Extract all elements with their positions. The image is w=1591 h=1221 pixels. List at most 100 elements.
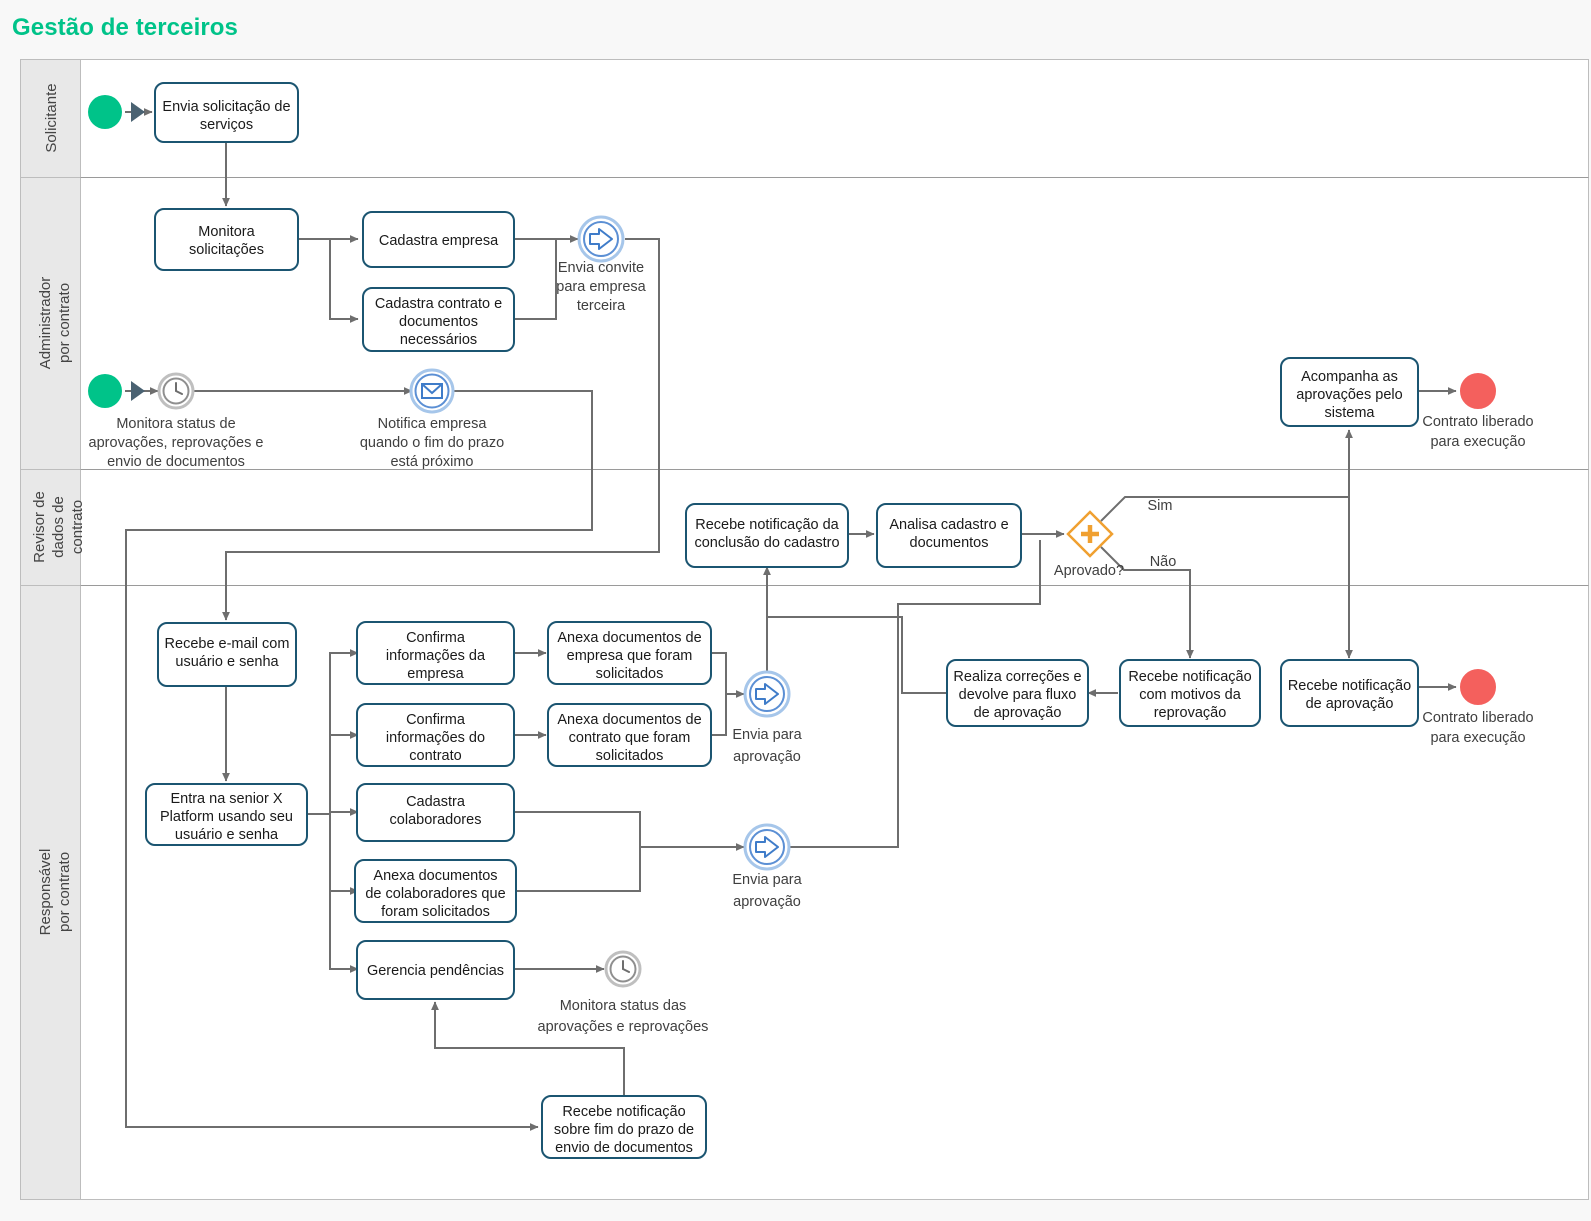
start-event-administrador[interactable] [88,374,145,408]
timer-event-monitora-aprovacoes[interactable]: Monitora status das aprovações e reprova… [538,950,709,1035]
pool: Solicitante Administrador por contrato R… [20,59,1589,1200]
task-label: Recebe notificação [1288,678,1411,694]
task-recebe-email-usuario-senha[interactable]: Recebe e-mail com usuário e senha [157,622,297,687]
events-layer[interactable]: Envia convite para empresa terceira Moni… [88,95,1534,1035]
task-entra-senior-x-platform[interactable]: Entra na senior X Platform usando seu us… [145,783,308,846]
lane-band-solicitante [20,59,81,178]
end-event-contrato-liberado-responsavel[interactable]: Contrato liberado para execução [1422,667,1534,746]
flow-cadastra-contrato-to-envia-convite [513,239,557,320]
task-cadastra-empresa[interactable]: Cadastra empresa [362,211,515,268]
flow-notifica-to-recebe-prazo [125,390,593,1131]
task-label: aprovações pelo [1296,387,1402,403]
task-anexa-documentos-colaboradores[interactable]: Anexa documentos de colaboradores que fo… [354,859,517,923]
task-label: serviços [200,117,253,133]
lane-band-administrador [20,177,81,470]
event-label: envio de documentos [107,454,245,470]
message-send-event-envia-convite[interactable]: Envia convite para empresa terceira [556,215,647,314]
task-realiza-correcoes-devolve-fluxo[interactable]: Realiza correções e devolve para fluxo d… [946,659,1089,727]
start-event-solicitante[interactable] [88,95,145,129]
event-label: Notifica empresa [378,416,488,432]
flow-anexa-empresa-to-envia1 [710,652,745,698]
flow-envia-aprovacao-2-to-gateway [790,540,1041,848]
task-cadastra-colaboradores[interactable]: Cadastra colaboradores [356,783,515,842]
task-label: com motivos da [1139,687,1241,703]
task-label: sobre fim do prazo de [554,1122,694,1138]
flow-anexa-colab-to-envia2 [516,847,641,892]
task-label: Gerencia pendências [367,963,504,979]
task-label: Cadastra [406,794,466,810]
task-cadastra-contrato-documentos[interactable]: Cadastra contrato e documentos necessári… [362,287,515,352]
event-label: Envia para [732,727,802,743]
lane-title-responsavel: Responsável por contrato [37,849,73,936]
plus-icon [1081,525,1099,543]
task-recebe-notificacao-aprovacao[interactable]: Recebe notificação de aprovação [1280,659,1419,727]
svg-text:por contrato: por contrato [56,283,73,363]
flow-prazo-to-gerencia [431,1001,625,1097]
gateway-aprovado[interactable]: Aprovado? Sim Não [1054,498,1176,579]
svg-text:Revisor de: Revisor de [31,491,48,563]
event-label: aprovações e reprovações [538,1019,709,1035]
task-recebe-notificacao-fim-prazo[interactable]: Recebe notificação sobre fim do prazo de… [541,1095,707,1159]
event-label: para empresa [556,279,646,295]
task-anexa-documentos-empresa[interactable]: Anexa documentos de empresa que foram so… [547,621,712,685]
event-label: quando o fim do prazo [360,435,504,451]
event-label: Contrato liberado [1422,710,1533,726]
task-acompanha-aprovacoes-sistema[interactable]: Acompanha as aprovações pelo sistema [1280,357,1419,427]
task-label: Recebe e-mail com [165,636,290,652]
message-send-event-envia-aprovacao-1[interactable]: Envia para aprovação [732,670,803,765]
flow-entra-to-gerencia [329,891,359,973]
end-event-contrato-liberado-admin[interactable]: Contrato liberado para execução [1422,371,1534,450]
task-label: Recebe notificação [1128,669,1251,685]
flow-gateway-sim [1100,429,1353,522]
flow-monitora-to-cadastra-contrato [329,239,359,323]
task-label: solicitações [189,242,264,258]
task-label: Anexa documentos de [557,630,701,646]
event-label: Monitora status de [116,416,235,432]
timer-event-monitora-status[interactable]: Monitora status de aprovações, reprovaçõ… [89,372,264,470]
message-event-notifica-empresa[interactable]: Notifica empresa quando o fim do prazo e… [360,368,504,470]
task-label: documentos [399,314,478,330]
lane-title-solicitante: Solicitante [43,83,60,152]
start-marker-triangle [131,381,145,401]
task-label: foram solicitados [381,904,490,920]
task-gerencia-pendencias[interactable]: Gerencia pendências [356,940,515,1000]
send-arrow-icon [589,228,613,250]
task-anexa-documentos-contrato[interactable]: Anexa documentos de contrato que foram s… [547,703,712,767]
send-arrow-icon [755,683,779,705]
task-label: usuário e senha [175,827,279,843]
flow-entra-to-confirma-empresa [296,649,359,815]
task-label: envio de documentos [555,1140,693,1156]
task-confirma-informacoes-empresa[interactable]: Confirma informações da empresa [356,621,515,685]
task-label: empresa que foram [567,648,693,664]
task-label: Envia solicitação de [162,99,290,115]
event-label: para execução [1430,434,1525,450]
task-monitora-solicitacoes[interactable]: Monitora solicitações [154,208,299,271]
svg-text:contrato: contrato [69,500,86,554]
event-label: aprovação [733,749,801,765]
task-analisa-cadastro-documentos[interactable]: Analisa cadastro e documentos [876,503,1022,568]
task-label: de aprovação [1306,696,1394,712]
pool-body [80,59,1589,1200]
tasks-layer[interactable]: Envia solicitação de serviços Monitora s… [145,82,1419,1159]
gateway-label: Aprovado? [1054,563,1124,579]
page-title: Gestão de terceiros [12,14,238,41]
gateway-branch-yes-label: Sim [1148,498,1173,514]
task-envia-solicitacao-de-servicos[interactable]: Envia solicitação de serviços [154,82,299,143]
task-label: Cadastra empresa [379,233,499,249]
task-label: contrato que foram [569,730,691,746]
task-label: informações do [386,730,485,746]
task-recebe-notificacao-motivos-reprovacao[interactable]: Recebe notificação com motivos da reprov… [1119,659,1261,727]
clock-icon [175,382,183,395]
message-send-event-envia-aprovacao-2[interactable]: Envia para aprovação [732,823,803,910]
task-recebe-notificacao-conclusao-cadastro[interactable]: Recebe notificação da conclusão do cadas… [685,503,849,568]
task-label: empresa [407,666,464,682]
task-label: Recebe notificação da [695,517,839,533]
event-label: Envia convite [558,260,644,276]
clock-icon [622,960,630,973]
event-label: aprovações, reprovações e [89,435,264,451]
task-label: sistema [1325,405,1376,421]
task-label: Entra na senior X [170,791,282,807]
task-confirma-informacoes-contrato[interactable]: Confirma informações do contrato [356,703,515,767]
flow-anexa-contrato-to-envia1 [710,694,727,736]
